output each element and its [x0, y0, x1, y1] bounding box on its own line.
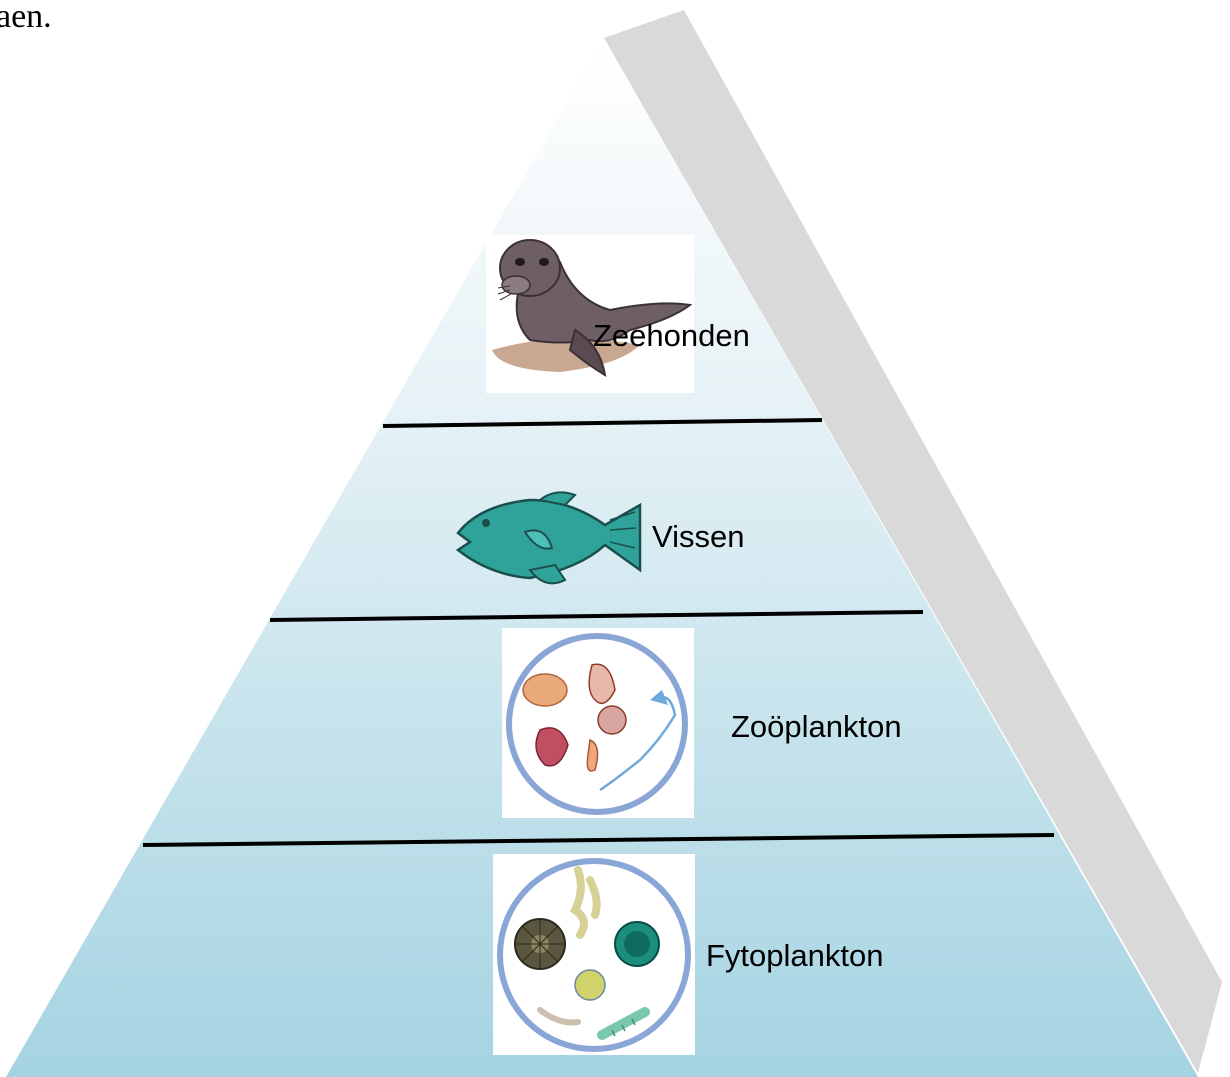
corner-text: aen.: [0, 0, 52, 35]
level-label-fish: Vissen: [652, 519, 745, 554]
phytoplankton-illustration: [500, 861, 688, 1049]
level-label-phytoplankton: Fytoplankton: [706, 938, 884, 973]
level-label-seals: Zeehonden: [593, 318, 750, 353]
level-label-zooplankton: Zoöplankton: [731, 709, 902, 744]
zooplankton-illustration: [509, 636, 685, 812]
